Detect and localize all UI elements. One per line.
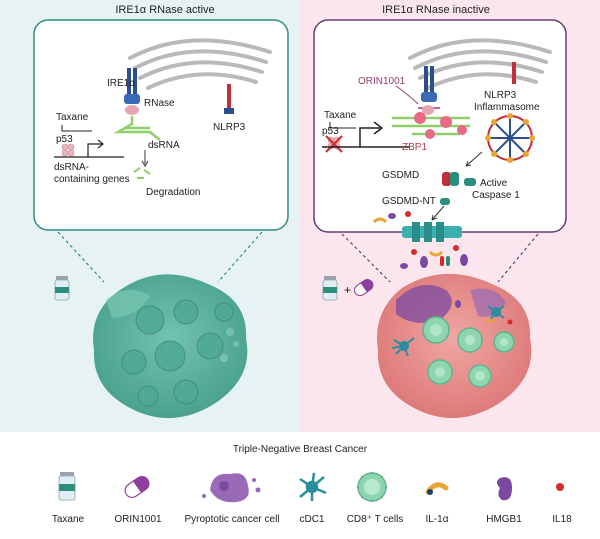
nlrp3-label-left: NLRP3 [213,122,246,133]
dsrna-label-left: dsRNA [148,140,180,151]
promoter-left [54,139,124,158]
left-panel-title: IRE1α RNase active [115,4,214,16]
genes-label-line2: containing genes [54,174,130,185]
dsrna-strand-right [392,116,470,136]
capsule-icon-right [354,279,374,297]
pyroptotic-cell-icon [202,473,261,503]
right-zoom-line-1 [341,233,391,283]
caspase1-icon [464,178,476,186]
released-molecules-outside [400,245,468,269]
p53-label-right: p53 [322,126,339,137]
legend-label-hmgb1: HMGB1 [486,514,522,525]
il1a-icon [425,482,449,495]
nlrp3-label-right-2: Inflammasome [474,102,540,113]
nlrp3-right [512,62,516,84]
zbp1-label: ZBP1 [402,142,427,153]
legend-label-taxane: Taxane [52,514,85,525]
gsdmd-label: GSDMD [382,170,419,181]
legend-label-il18: IL18 [552,514,572,525]
right-panel-title: IRE1α RNase inactive [382,4,490,16]
gsdmd-protein [442,172,459,186]
nlrp3-left [224,84,234,114]
hmgb1-dots [455,300,513,325]
t-cell-icon [356,471,388,503]
left-zoom-line-1 [57,231,105,283]
tumor-right [377,273,532,419]
ire1a-receptor-left [124,68,140,115]
taxane-label-left: Taxane [56,112,89,123]
legend-label-pyroptotic: Pyroptotic cancer cell [184,514,279,525]
dsrna-strand-left [113,116,161,141]
taxane-vial-icon-right [322,276,338,301]
blocked-x-icon [325,135,343,153]
left-zoom-panel: IRE1α RNase NLRP3 dsRNA Degradation Taxa… [33,19,289,231]
released-molecules-panel [372,211,411,224]
promoter-right [322,121,410,148]
left-zoom-line-2 [217,231,263,283]
p53-protein-left [61,143,75,157]
nlrp3-label-right-1: NLRP3 [484,90,517,101]
cdc1-cells [391,305,505,357]
inflammasome-icon [485,113,535,163]
genes-label-line1: dsRNA- [54,162,89,173]
er-membrane-left [128,38,272,90]
p53-label-left: p53 [56,134,73,145]
legend-label-cd8: CD8⁺ T cells [347,514,404,525]
rnase-label-left: RNase [144,98,175,109]
legend-label-il1a: IL-1α [425,514,448,525]
legend: Taxane ORIN1001 Pyroptotic cancer cell c… [52,471,572,525]
right-zoom-panel: ORIN1001 NLRP3 Inflammasome Taxane p53 [313,19,567,233]
il18-icon [556,483,564,491]
capsule-icon [124,475,150,499]
ire1a-label-left: IRE1α [107,78,135,89]
zbp1-protein [414,112,467,139]
vial-icon [58,472,76,501]
hmgb1-icon [497,477,512,501]
gsdmd-nt-label: GSDMD-NT [382,196,436,207]
plus-sign: + [344,283,351,297]
tumor-left [93,274,248,419]
orin1001-label: ORIN1001 [358,76,406,87]
gsdmd-pore [402,222,462,242]
legend-label-orin1001: ORIN1001 [114,514,162,525]
active-caspase-label-2: Caspase 1 [472,190,520,201]
rna-fragments-icon [133,167,151,179]
legend-title: Triple-Negative Breast Cancer [233,444,368,455]
inflammasome-arrow [465,151,483,167]
degradation-label: Degradation [146,187,200,198]
taxane-label-right: Taxane [324,110,357,121]
dendritic-cell-icon [299,472,327,501]
taxane-vial-icon-left [54,276,70,301]
active-caspase-label-1: Active [480,178,508,189]
right-zoom-line-2 [497,233,539,283]
legend-label-cdc1: cDC1 [299,514,324,525]
